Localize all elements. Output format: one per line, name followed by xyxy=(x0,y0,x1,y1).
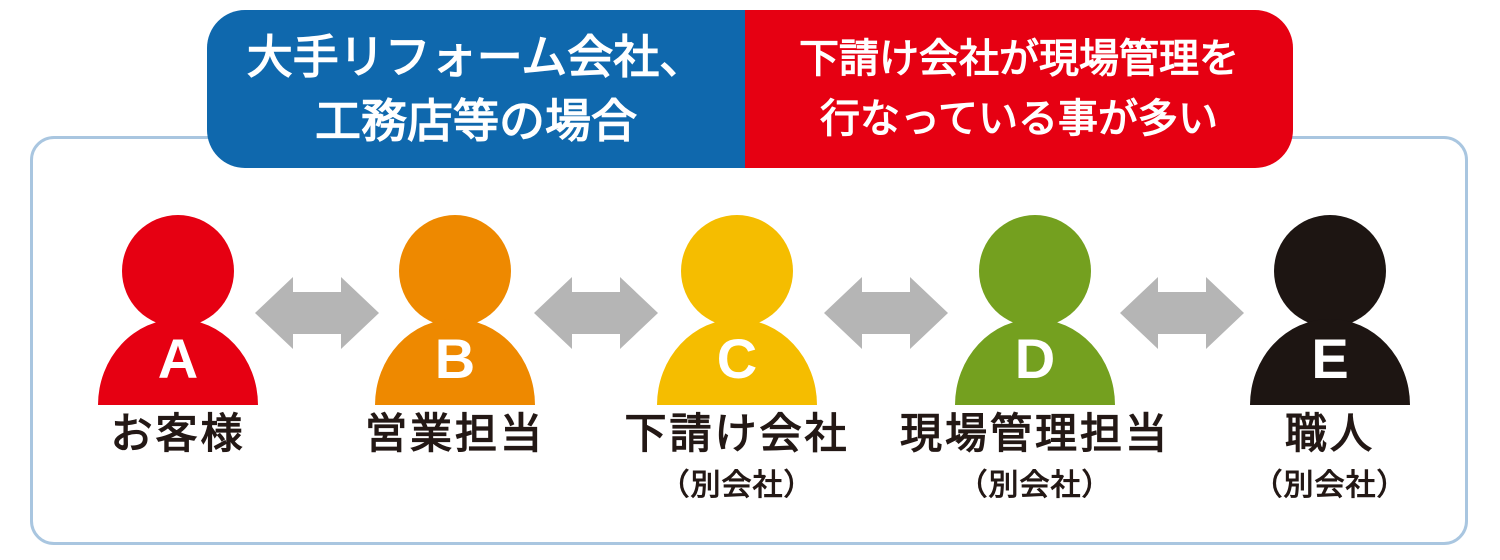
double-arrow-icon xyxy=(534,277,658,349)
double-arrow-icon xyxy=(824,277,948,349)
person-sublabel: （別会社） xyxy=(1252,469,1408,502)
person-sublabel: （別会社） xyxy=(659,469,815,502)
double-arrow-shape xyxy=(534,277,658,349)
header-tag-line: 工務店等の場合 xyxy=(315,95,637,147)
double-arrow-shape xyxy=(824,277,948,349)
double-arrow-icon xyxy=(255,277,379,349)
header-tag-line: 行なっている事が多い xyxy=(820,97,1218,141)
person-letter: C xyxy=(716,327,758,390)
person-site-manager: D 現場管理担当 （別会社） xyxy=(900,215,1167,515)
person-label: 職人 xyxy=(1284,410,1376,457)
person-subcontractor: C 下請け会社 （別会社） xyxy=(617,215,857,515)
person-craftsman: E 職人 （別会社） xyxy=(1210,215,1450,515)
header-tag-subcontractor-note: 下請け会社が現場管理を 行なっている事が多い xyxy=(745,10,1293,168)
person-letter: E xyxy=(1311,327,1349,390)
person-letter: A xyxy=(157,327,199,390)
person-letter: B xyxy=(434,327,476,390)
header-tag-line: 下請け会社が現場管理を xyxy=(799,37,1239,81)
double-arrow-shape xyxy=(1120,277,1244,349)
person-label: お客様 xyxy=(110,410,246,457)
person-head xyxy=(1274,215,1386,327)
person-label: 現場管理担当 xyxy=(899,410,1171,457)
double-arrow-icon xyxy=(1120,277,1244,349)
person-sales-rep: B 営業担当 xyxy=(335,215,575,515)
person-customer: A お客様 xyxy=(58,215,298,515)
person-head xyxy=(122,215,234,327)
person-label: 下請け会社 xyxy=(624,410,850,457)
person-head xyxy=(399,215,511,327)
double-arrow-shape xyxy=(255,277,379,349)
person-label: 営業担当 xyxy=(364,410,546,457)
person-letter: D xyxy=(1014,327,1056,390)
person-head xyxy=(681,215,793,327)
person-head xyxy=(979,215,1091,327)
header-tag-major-reform-company: 大手リフォーム会社、 工務店等の場合 xyxy=(207,10,745,168)
header-tag-line: 大手リフォーム会社、 xyxy=(246,30,706,83)
person-sublabel: （別会社） xyxy=(957,469,1113,502)
